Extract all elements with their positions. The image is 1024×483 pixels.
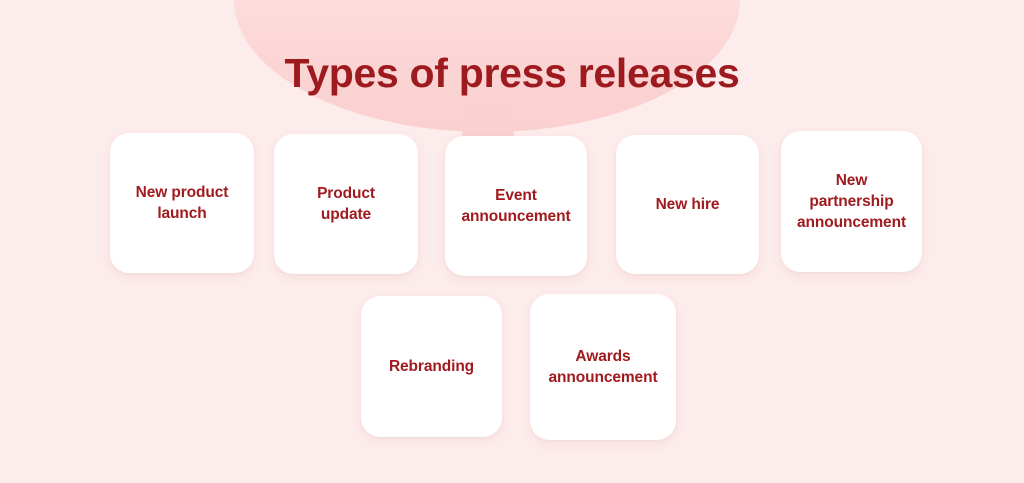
press-release-type-card[interactable]: New partnership announcement bbox=[781, 131, 922, 272]
press-release-type-card[interactable]: New product launch bbox=[110, 133, 254, 273]
press-release-type-card[interactable]: New hire bbox=[616, 135, 759, 274]
press-release-type-card[interactable]: Awards announcement bbox=[530, 294, 676, 440]
card-label: New hire bbox=[655, 196, 720, 213]
press-release-type-card[interactable]: Rebranding bbox=[361, 296, 502, 437]
press-release-type-card[interactable]: Product update bbox=[274, 134, 418, 274]
page-title: Types of press releases bbox=[284, 50, 740, 96]
card-label: Event announcement bbox=[461, 187, 571, 225]
press-release-type-card[interactable]: Event announcement bbox=[445, 136, 587, 276]
card-label: Product update bbox=[317, 185, 375, 223]
card-label: Rebranding bbox=[388, 358, 475, 375]
card-label: New product launch bbox=[135, 184, 229, 222]
card-label: Awards announcement bbox=[548, 348, 658, 386]
card-label: New partnership announcement bbox=[796, 172, 907, 231]
